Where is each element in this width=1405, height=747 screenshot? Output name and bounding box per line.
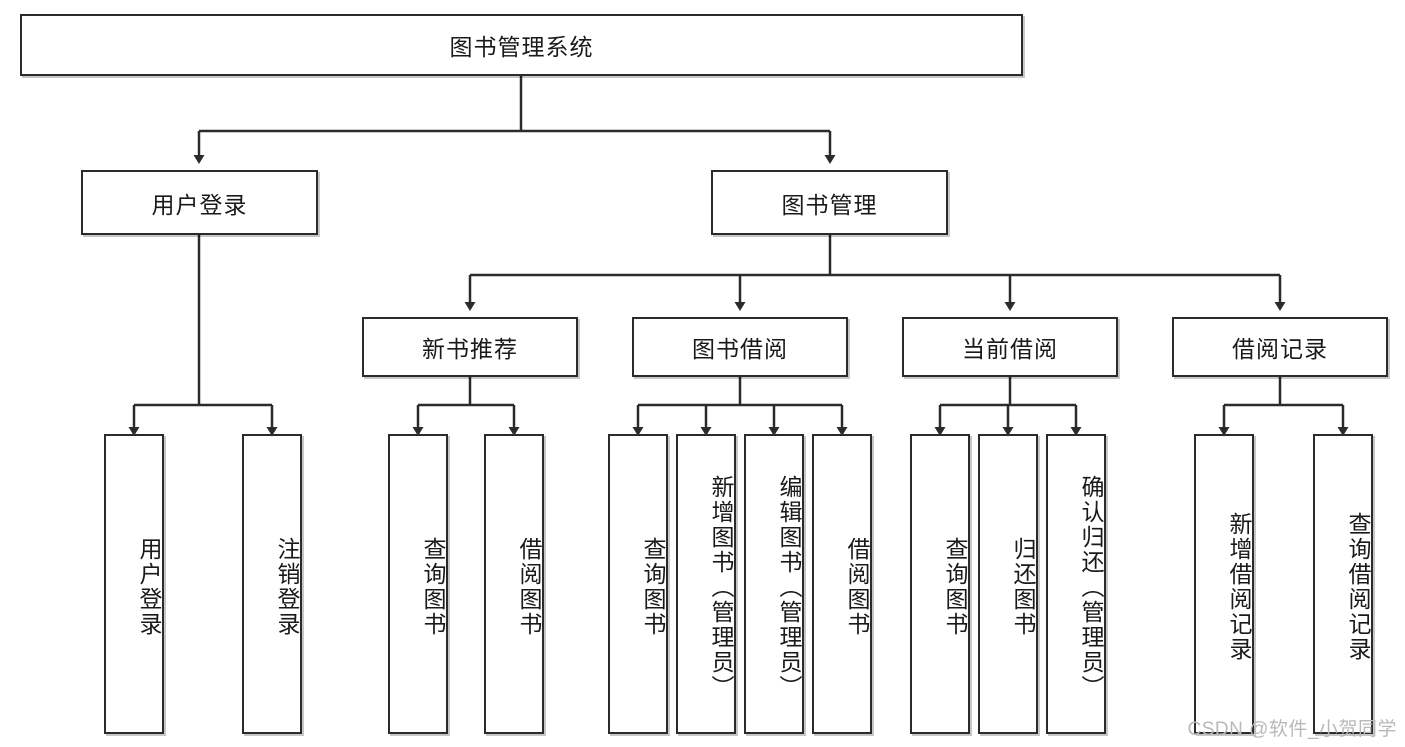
node-label: 注销登录: [274, 537, 300, 637]
node-label: 查询图书: [640, 537, 666, 637]
node-label: 编辑图书（管理员）: [776, 474, 802, 700]
node-book-management[interactable]: 图书管理: [711, 170, 948, 235]
leaf-logout-login[interactable]: 注销登录: [242, 434, 302, 734]
node-label: 归还图书: [1010, 537, 1036, 637]
leaf-query-book-recommend[interactable]: 查询图书: [388, 434, 448, 734]
node-label: 借阅记录: [1232, 336, 1328, 362]
node-label: 确认归还（管理员）: [1078, 474, 1104, 700]
node-label: 图书管理: [781, 191, 878, 218]
node-label: 用户登录: [136, 537, 162, 637]
node-label: 新增图书（管理员）: [708, 474, 734, 700]
node-new-book-recommend[interactable]: 新书推荐: [362, 317, 578, 377]
node-label: 查询图书: [942, 537, 968, 637]
node-book-management-system[interactable]: 图书管理系统: [20, 14, 1023, 76]
node-user-login[interactable]: 用户登录: [81, 170, 318, 235]
node-current-borrow[interactable]: 当前借阅: [902, 317, 1118, 377]
node-borrow-record[interactable]: 借阅记录: [1172, 317, 1388, 377]
leaf-borrow-book-recommend[interactable]: 借阅图书: [484, 434, 544, 734]
leaf-add-borrow-record[interactable]: 新增借阅记录: [1194, 434, 1254, 734]
leaf-return-book[interactable]: 归还图书: [978, 434, 1038, 734]
leaf-query-book-borrow[interactable]: 查询图书: [608, 434, 668, 734]
leaf-add-book[interactable]: 新增图书（管理员）: [676, 434, 736, 734]
leaf-borrow-book[interactable]: 借阅图书: [812, 434, 872, 734]
node-book-borrow[interactable]: 图书借阅: [632, 317, 848, 377]
node-label: 当前借阅: [962, 336, 1058, 362]
node-label: 图书管理系统: [449, 34, 594, 60]
node-label: 用户登录: [151, 191, 248, 218]
node-label: 新书推荐: [422, 336, 518, 362]
leaf-edit-book[interactable]: 编辑图书（管理员）: [744, 434, 804, 734]
node-label: 查询借阅记录: [1345, 512, 1371, 662]
node-label: 新增借阅记录: [1226, 512, 1252, 662]
leaf-query-book-current[interactable]: 查询图书: [910, 434, 970, 734]
leaf-query-borrow-record[interactable]: 查询借阅记录: [1313, 434, 1373, 734]
node-label: 图书借阅: [692, 336, 788, 362]
node-label: 借阅图书: [844, 537, 870, 637]
csdn-watermark: CSDN @软件_小贺同学: [1187, 719, 1397, 740]
leaf-confirm-return[interactable]: 确认归还（管理员）: [1046, 434, 1106, 734]
node-label: 借阅图书: [516, 537, 542, 637]
leaf-user-login[interactable]: 用户登录: [104, 434, 164, 734]
node-label: 查询图书: [420, 537, 446, 637]
